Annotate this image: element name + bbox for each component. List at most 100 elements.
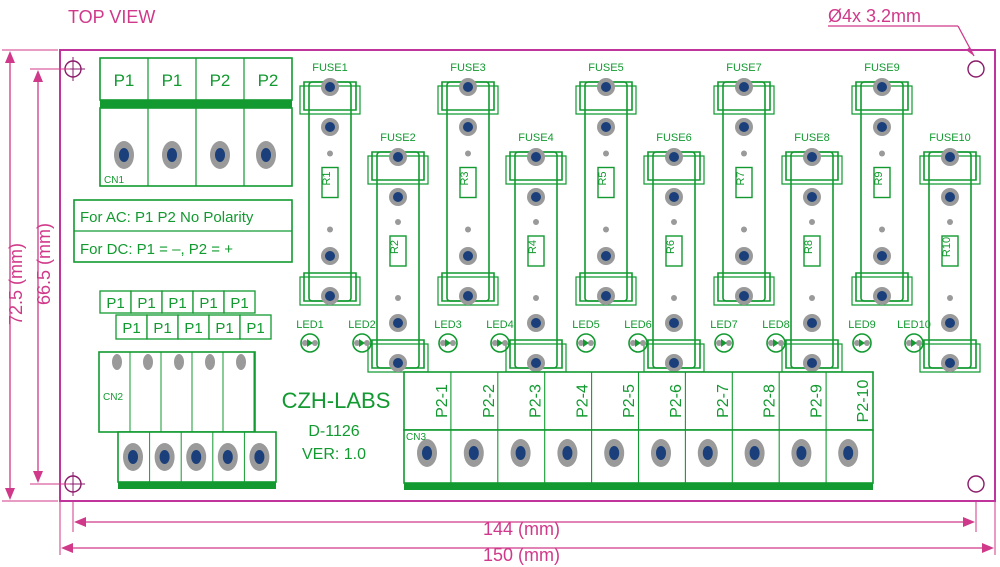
fuse-clip-bracket xyxy=(713,276,775,306)
resistor-pad xyxy=(603,226,609,233)
resistor-pad xyxy=(741,226,747,233)
resistor-label: R7 xyxy=(735,171,747,185)
resistor-pad xyxy=(741,150,747,157)
fuse-label: FUSE4 xyxy=(518,132,553,144)
fuse-clip-hole xyxy=(531,318,541,328)
led-label: LED1 xyxy=(296,319,324,331)
cn3-pin-label: P2-10 xyxy=(855,380,872,423)
screw-hole xyxy=(656,446,666,460)
fuse-clip-bracket xyxy=(643,155,705,185)
fuse-clip-hole xyxy=(601,122,611,132)
resistor-label: R6 xyxy=(665,240,677,254)
fuse-clip-hole xyxy=(739,291,749,301)
resistor-pad xyxy=(809,295,815,301)
cn2-pin-label: P1 xyxy=(137,295,155,312)
cn2-pin-box xyxy=(115,314,148,340)
fuse-clip-bracket xyxy=(371,151,425,181)
resistor-label: R4 xyxy=(527,240,539,254)
led-pad xyxy=(906,340,912,346)
resistor-pad xyxy=(327,226,333,233)
dimension-outer-width xyxy=(59,502,996,555)
cn2-upper-pad xyxy=(205,354,215,370)
hole-spec-arrowhead xyxy=(966,47,974,56)
led-outline xyxy=(628,333,648,353)
screw-hole xyxy=(254,450,265,464)
fuse-clip-bracket xyxy=(647,151,701,181)
fuse-clip-hole xyxy=(531,192,541,202)
hole-spec-label: Ø4x 3.2mm xyxy=(828,6,921,26)
fuse-clip-bracket xyxy=(575,276,637,306)
fuse-clip-hole xyxy=(531,358,541,368)
fuse-clip-bracket xyxy=(437,276,499,306)
fuse-label: FUSE10 xyxy=(929,132,971,144)
fuse-clip-hole xyxy=(669,318,679,328)
resistor-pad xyxy=(533,295,539,301)
dimension-inner-height-label: 66.5 (mm) xyxy=(34,223,54,305)
resistor-label: R10 xyxy=(941,237,953,257)
fuse-clip-hole xyxy=(325,251,335,261)
led-outline xyxy=(300,333,320,353)
mount-hole-top-right xyxy=(967,60,985,78)
led-pad xyxy=(492,340,498,346)
fuse-clip-bracket xyxy=(919,155,981,185)
led-symbol xyxy=(721,339,727,347)
dimension-inner-height xyxy=(30,68,70,485)
fuse-clip-bracket xyxy=(303,272,357,302)
fuse-clip-hole xyxy=(325,82,335,92)
resistor-body xyxy=(597,166,615,199)
led-symbol xyxy=(307,339,313,347)
fuse-clip-hole xyxy=(807,192,817,202)
fuse-clip-hole xyxy=(877,251,887,261)
polarity-note-ac: For AC: P1 P2 No Polarity xyxy=(80,209,254,226)
fuse-clip-hole xyxy=(807,152,817,162)
fuse-clip-hole xyxy=(669,192,679,202)
fuse-clip-bracket xyxy=(509,339,563,369)
fuse-clip-hole xyxy=(463,82,473,92)
fuse-clip-hole xyxy=(601,251,611,261)
resistor-body xyxy=(735,166,753,199)
fuse-clip-bracket xyxy=(579,272,633,302)
polarity-note-dc: For DC: P1 = –, P2 = + xyxy=(80,241,233,258)
fuse-clip-hole xyxy=(669,152,679,162)
cn2-upper-pad xyxy=(236,354,246,370)
resistor-label: R8 xyxy=(803,240,815,254)
cn3-terminal-block xyxy=(403,371,874,490)
screw-hole xyxy=(515,446,526,460)
resistor-body xyxy=(321,166,339,199)
cn3-pin-label: P2-9 xyxy=(808,384,825,418)
fuse-clip-bracket xyxy=(851,85,913,115)
fuse-clip-hole xyxy=(739,122,749,132)
screw-hole xyxy=(159,450,170,464)
led-outline xyxy=(852,333,872,353)
fuse-label: FUSE7 xyxy=(726,62,761,74)
fuse-label: FUSE5 xyxy=(588,62,623,74)
screw-hole xyxy=(167,148,177,162)
fuse-clip-hole xyxy=(877,291,887,301)
resistor-pad xyxy=(465,226,471,233)
fuse-clip-hole xyxy=(601,291,611,301)
led-pad xyxy=(640,340,646,346)
resistor-label: R3 xyxy=(459,171,471,185)
fuse-clip-bracket xyxy=(717,81,771,111)
fuse-clip-bracket xyxy=(785,151,839,181)
screw-hole xyxy=(749,446,760,460)
fuse-clip-bracket xyxy=(437,85,499,115)
cn2-pin-box xyxy=(239,314,272,340)
led-pad xyxy=(502,340,508,346)
led-label: LED10 xyxy=(897,319,931,331)
fuse-clip-hole xyxy=(531,152,541,162)
fuse-clip-bracket xyxy=(579,81,633,111)
cn2-pin-box xyxy=(208,314,241,340)
screw-hole xyxy=(191,450,202,464)
resistor-label: R2 xyxy=(389,240,401,254)
maker-label: CZH-LABS xyxy=(282,388,391,413)
cn3-pin-label: P2-2 xyxy=(481,384,498,418)
led-pad xyxy=(578,340,584,346)
led-pad xyxy=(450,340,456,346)
fuse-label: FUSE2 xyxy=(380,132,415,144)
led-pad xyxy=(768,340,774,346)
led-symbol xyxy=(773,339,779,347)
resistor-body xyxy=(873,166,891,199)
